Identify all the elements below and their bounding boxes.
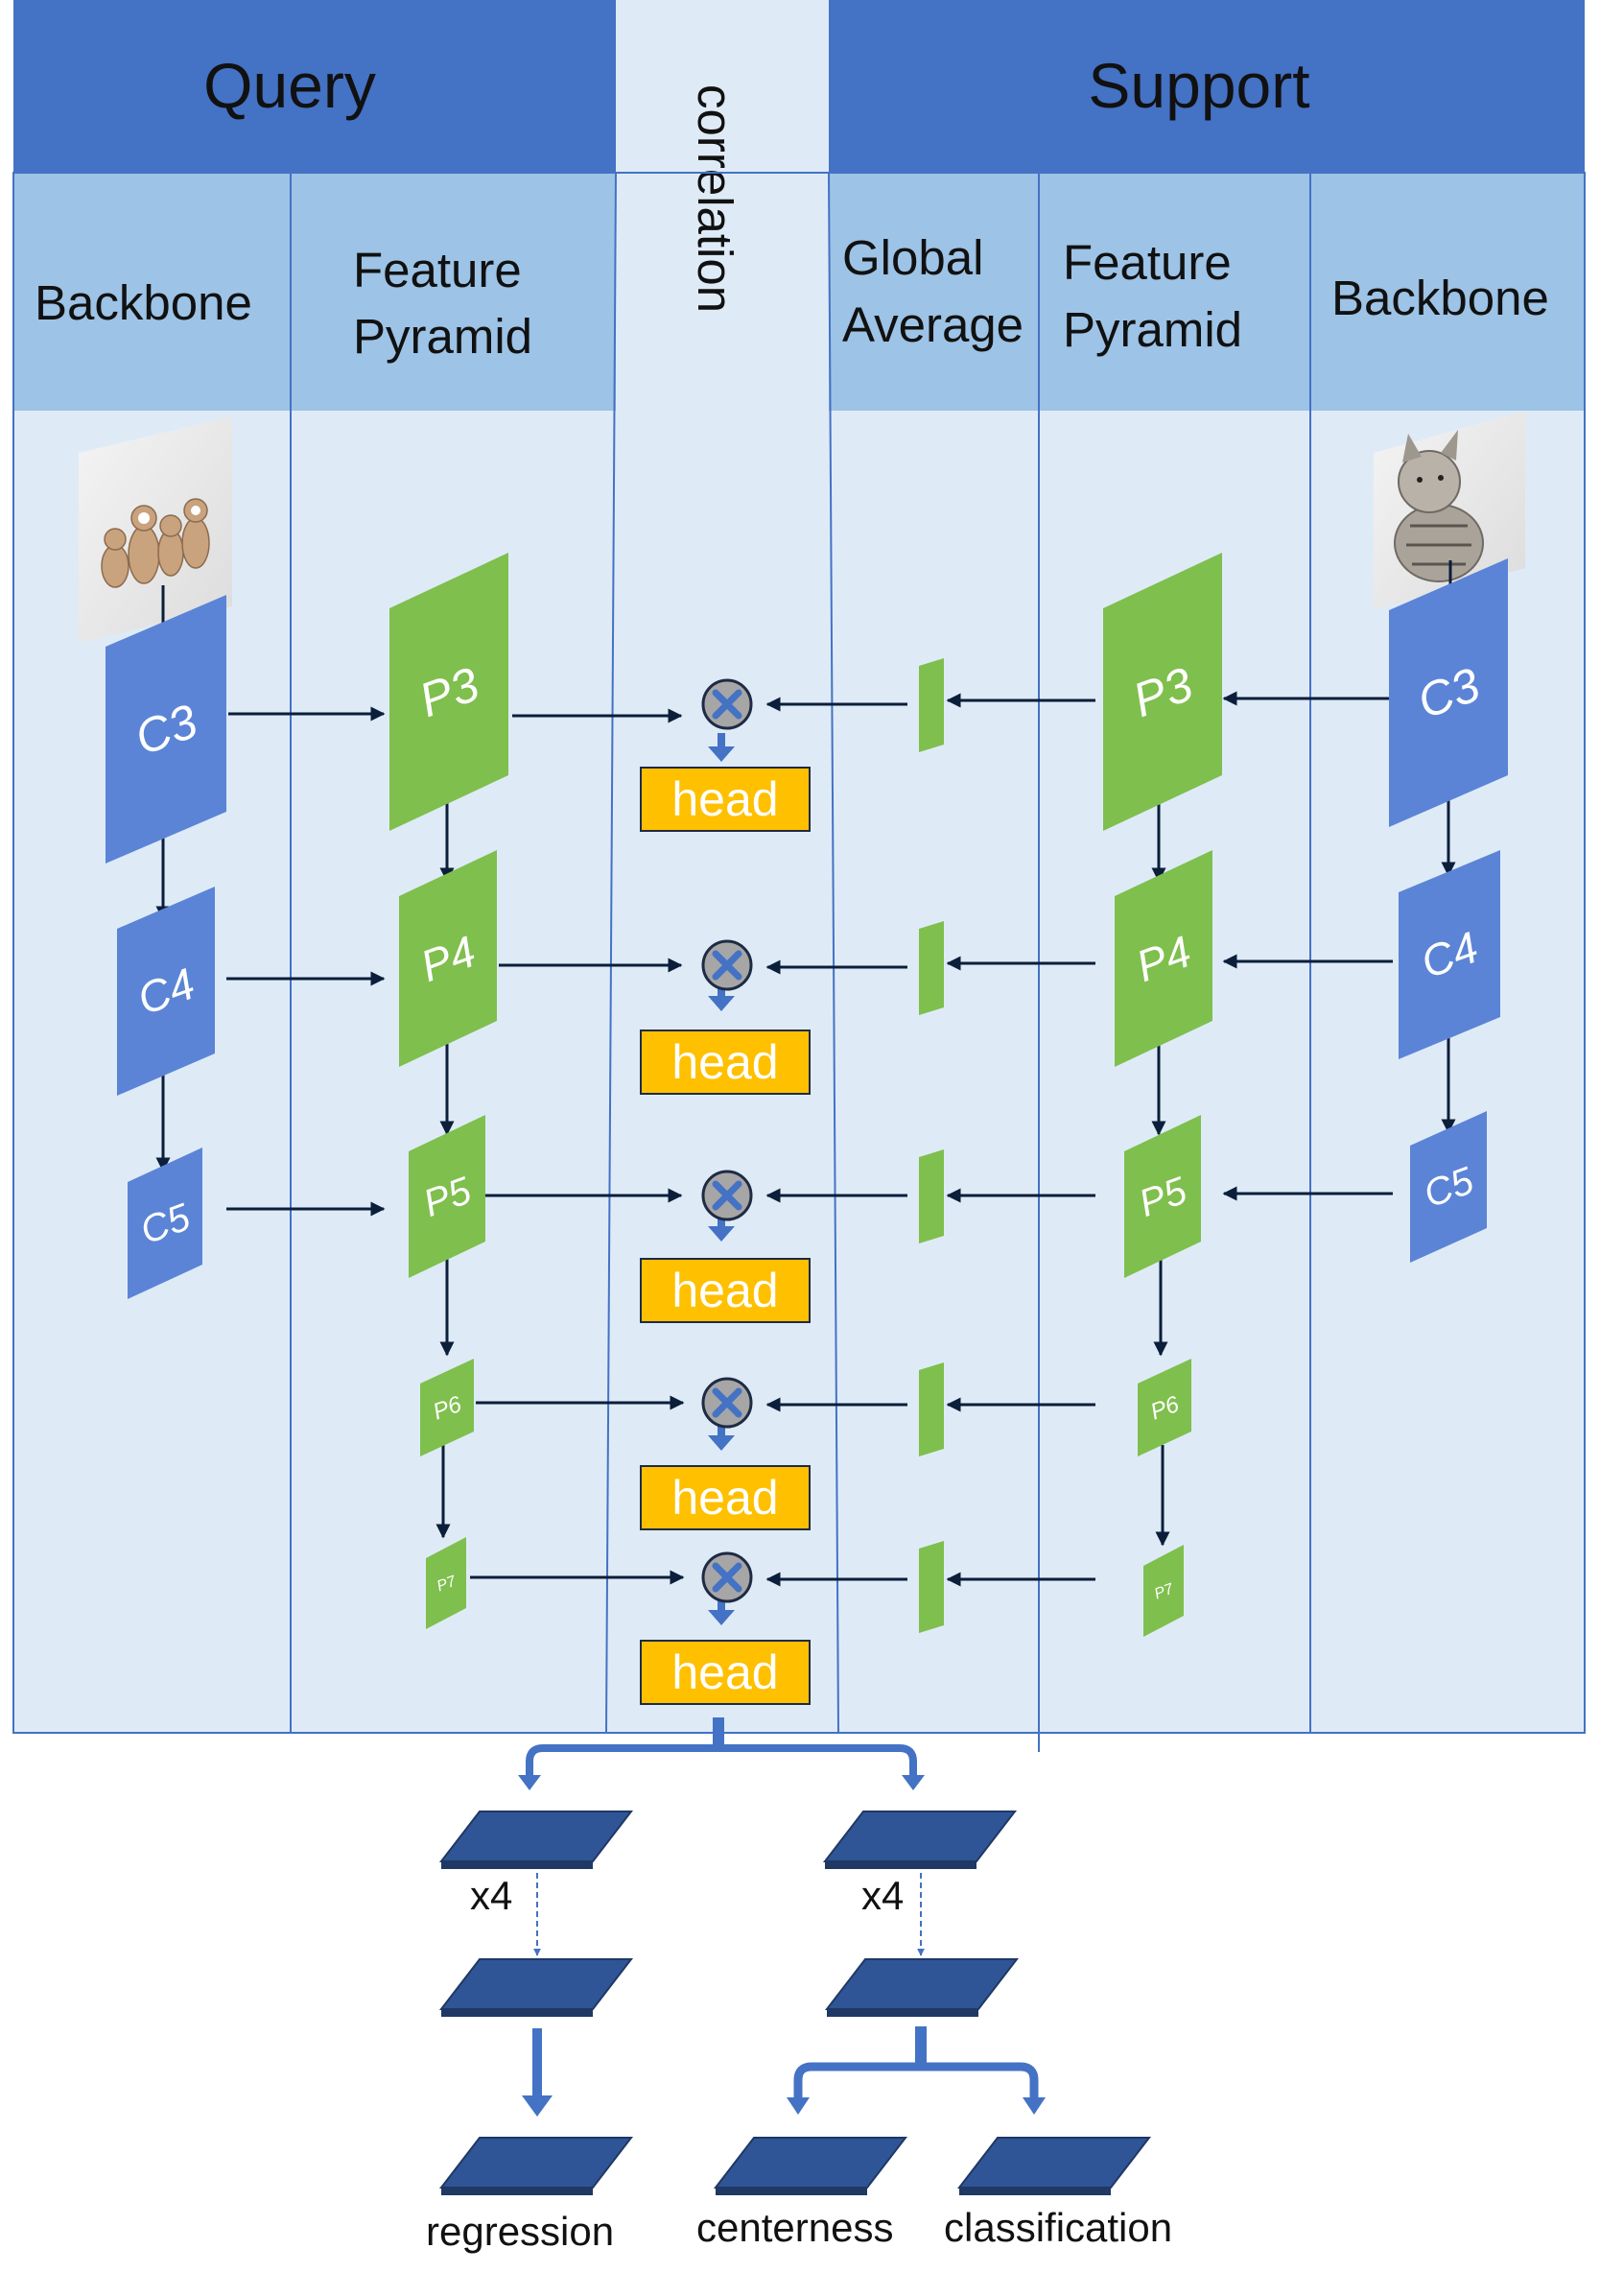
support-header-label: Support	[1088, 50, 1309, 121]
query-pyramid-p4: P4	[399, 850, 497, 1067]
support-pyramid-p5: P5	[1124, 1115, 1201, 1278]
head-box: head	[640, 1465, 811, 1530]
head-boxes: head head head head head	[640, 767, 811, 1705]
query-fpn-label-line1: Feature	[353, 243, 522, 297]
output-tile-centerness	[713, 2137, 908, 2195]
global-average-bar-3	[919, 658, 944, 752]
global-average-bar-6	[919, 1362, 944, 1456]
repeat-label-right: x4	[861, 1873, 904, 1918]
multiply-icon	[701, 1551, 753, 1603]
output-tile-classification	[956, 2137, 1152, 2195]
centerness-label: centerness	[696, 2205, 893, 2250]
query-pyramid-p3: P3	[389, 553, 508, 831]
regression-label: regression	[426, 2209, 614, 2254]
global-average-bar-5	[919, 1149, 944, 1243]
multiply-to-head-arrows	[708, 733, 735, 1625]
output-tile-right-1	[822, 1811, 1018, 1869]
support-pyramid-p7-label: P7	[1152, 1580, 1176, 1602]
support-column-headers	[829, 173, 1585, 411]
global-average-bars	[919, 658, 944, 1633]
output-tile-right-2	[824, 1958, 1020, 2017]
head-box: head	[640, 1640, 811, 1705]
support-fpn-label-line1: Feature	[1063, 235, 1232, 290]
query-backbone-c3: C3	[106, 595, 226, 864]
head-label: head	[671, 772, 778, 826]
repeat-label-left: x4	[470, 1873, 512, 1918]
head-label: head	[671, 1264, 778, 1317]
multiply-icon	[701, 1170, 753, 1221]
query-pyramid-p6: P6	[420, 1359, 474, 1456]
query-backbone-c4: C4	[117, 887, 215, 1096]
output-tile-left-2	[438, 1958, 634, 2017]
support-gap-label-line1: Global	[842, 230, 983, 285]
support-backbone-c5: C5	[1410, 1111, 1487, 1263]
query-header-label: Query	[203, 50, 376, 121]
support-pyramid-p3: P3	[1103, 553, 1222, 831]
head-box: head	[640, 1030, 811, 1095]
multiply-icon	[701, 1377, 753, 1429]
query-column-headers	[13, 173, 616, 411]
query-pyramid-p5: P5	[409, 1115, 485, 1278]
query-backbone-c5: C5	[128, 1148, 202, 1299]
head-box: head	[640, 1258, 811, 1323]
head-label: head	[671, 1645, 778, 1699]
divider-support-1	[828, 172, 839, 1734]
correlation-label: correlation	[688, 84, 742, 313]
global-average-bar-4	[919, 921, 944, 1015]
output-tile-left-1	[438, 1811, 634, 1869]
support-backbone-label: Backbone	[1331, 271, 1549, 325]
divider-query-2	[605, 172, 617, 1734]
support-backbone-c3: C3	[1389, 558, 1508, 827]
support-fpn-label-line2: Pyramid	[1063, 302, 1242, 357]
global-average-bar-7	[919, 1541, 944, 1633]
head-label: head	[671, 1471, 778, 1525]
query-backbone-label: Backbone	[35, 275, 252, 330]
output-arrows	[522, 2026, 1046, 2117]
support-pyramid-p7: P7	[1143, 1545, 1184, 1637]
diagram-frame	[12, 172, 1586, 1734]
query-image	[79, 416, 232, 643]
multiply-icon	[701, 678, 753, 730]
query-pyramid-p7-label: P7	[435, 1573, 459, 1595]
classification-label: classification	[944, 2205, 1172, 2250]
head-output-tree	[518, 1717, 925, 1790]
query-header-bar	[13, 0, 616, 173]
multiply-icon	[701, 939, 753, 991]
output-tile-regression	[438, 2137, 634, 2195]
support-backbone-c4: C4	[1399, 850, 1500, 1059]
support-header-bar	[829, 0, 1585, 173]
support-pyramid-p6: P6	[1138, 1359, 1191, 1456]
support-image	[1374, 411, 1525, 610]
query-fpn-label-line2: Pyramid	[353, 309, 532, 364]
support-gap-label-line2: Average	[842, 297, 1024, 352]
head-label: head	[671, 1035, 778, 1089]
correlation-nodes	[701, 678, 753, 1603]
support-pyramid-p4: P4	[1115, 850, 1212, 1067]
head-box: head	[640, 767, 811, 832]
query-pyramid-p7: P7	[426, 1537, 466, 1629]
